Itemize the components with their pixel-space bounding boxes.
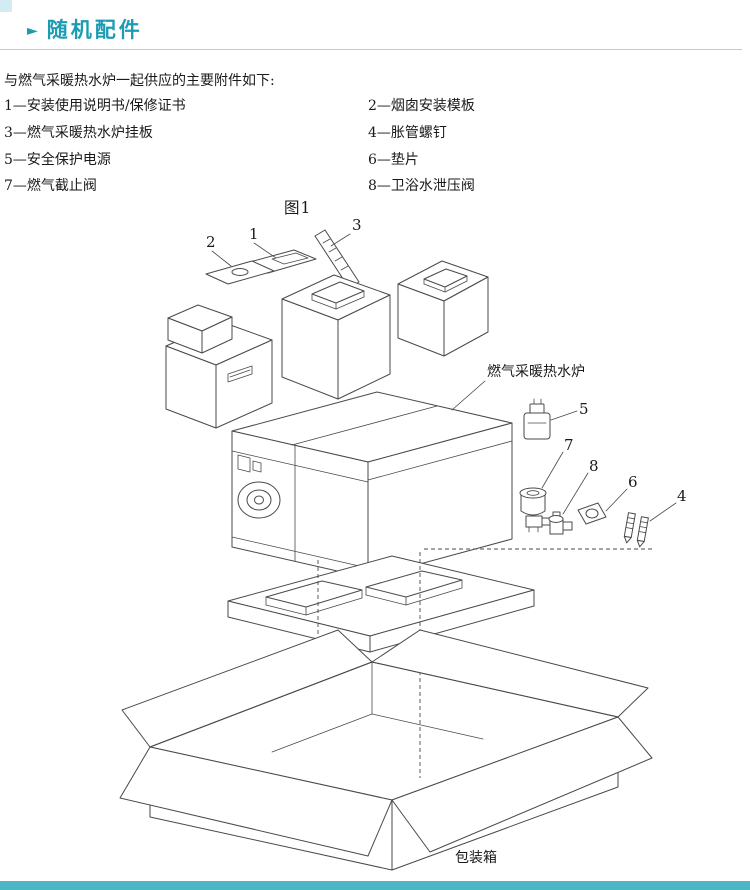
accessory-list-right: 2—烟囱安装模板 4—胀管螺钉 6—垫片 8—卫浴水泄压阀	[368, 93, 475, 200]
packing-box-label: 包装箱	[455, 850, 497, 866]
figure-template-card	[205, 260, 275, 285]
figure-mounting-strip	[314, 229, 360, 289]
callout-2: 2	[206, 233, 216, 251]
bottom-accent-bar	[0, 881, 750, 890]
figure-foam-tray	[227, 555, 535, 653]
accessory-item-4: 4—胀管螺钉	[368, 124, 447, 141]
accessory-item-8: 8—卫浴水泄压阀	[368, 178, 475, 195]
callout-1: 1	[249, 225, 259, 243]
figure-screws	[623, 512, 649, 548]
accessory-item-5: 5—安全保护电源	[4, 151, 111, 168]
accessory-item-7: 7—燃气截止阀	[4, 178, 97, 195]
section-header: ► 随机配件	[27, 14, 143, 44]
accessory-list-left: 1—安装使用说明书/保修证书 3—燃气采暖热水炉挂板 5—安全保护电源 7—燃气…	[4, 93, 186, 200]
figure-relief-valve	[548, 511, 573, 535]
figure-gas-valve	[519, 487, 554, 533]
figure-foam-cap-middle	[281, 274, 391, 400]
callout-6: 6	[628, 473, 638, 491]
figure-caption: 图1	[284, 199, 312, 217]
callout-5: 5	[579, 400, 589, 418]
boiler-label: 燃气采暖热水炉	[487, 363, 585, 380]
callout-3: 3	[352, 216, 362, 234]
callout-7: 7	[564, 436, 574, 454]
corner-decoration	[0, 0, 12, 12]
figure-foam-cap-right	[397, 260, 489, 357]
section-title: 随机配件	[46, 18, 143, 42]
intro-text: 与燃气采暖热水炉一起供应的主要附件如下:	[4, 73, 275, 89]
figure-packing-box	[119, 629, 653, 871]
header-underline	[0, 49, 742, 50]
callout-4: 4	[677, 487, 687, 505]
accessory-item-3: 3—燃气采暖热水炉挂板	[4, 124, 153, 141]
figure-power-supply	[523, 398, 551, 440]
accessory-item-1: 1—安装使用说明书/保修证书	[4, 98, 186, 114]
section-marker-icon: ►	[27, 22, 38, 39]
figure-foam-cap-left	[165, 304, 273, 429]
figure-callout-leaders	[211, 233, 677, 522]
accessory-item-2: 2—烟囱安装模板	[368, 98, 475, 114]
figure-boiler-unit	[231, 391, 513, 579]
accessory-item-6: 6—垫片	[368, 151, 419, 168]
callout-8: 8	[589, 457, 599, 475]
figure-gasket	[577, 502, 607, 525]
